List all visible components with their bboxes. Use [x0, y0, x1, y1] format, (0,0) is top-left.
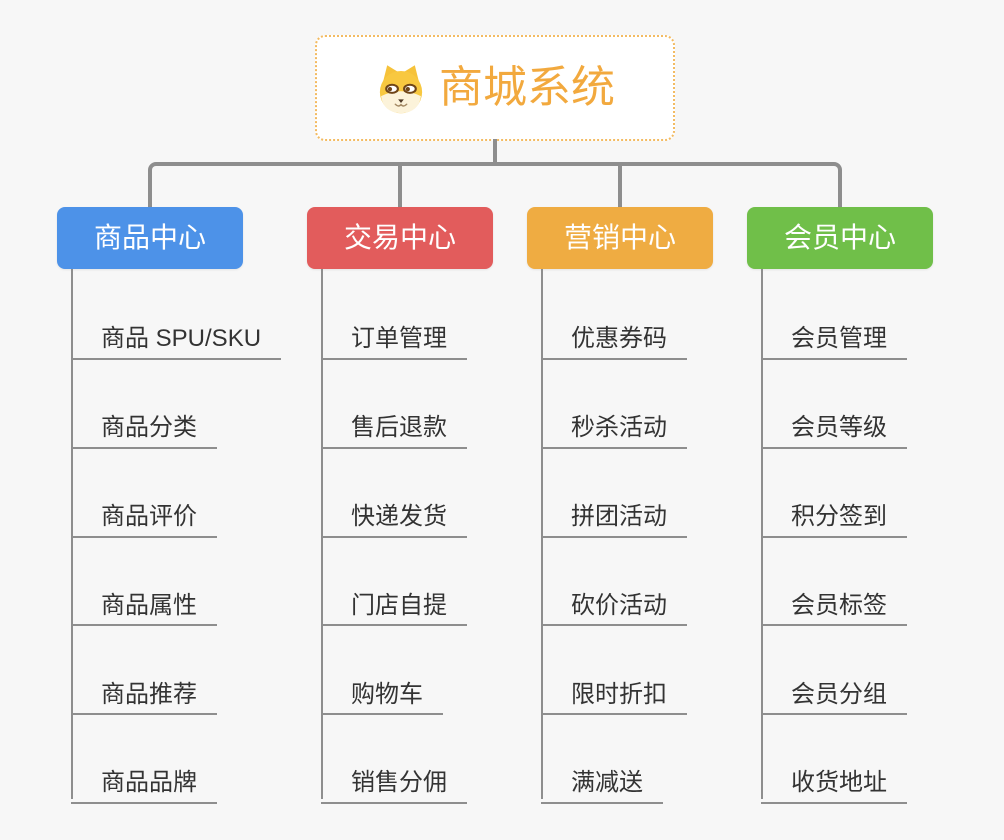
branch-trunk-line — [761, 269, 763, 799]
connector-bracket — [148, 162, 842, 207]
leaf-node[interactable]: 会员管理 — [761, 315, 907, 360]
leaf-node[interactable]: 商品品牌 — [71, 759, 217, 804]
branch-label: 交易中心 — [343, 222, 456, 253]
leaf-node[interactable]: 拼团活动 — [541, 493, 687, 538]
root-node[interactable]: 商城系统 — [315, 35, 675, 141]
leaf-node[interactable]: 商品评价 — [71, 493, 217, 538]
leaf-node[interactable]: 商品推荐 — [71, 670, 217, 716]
leaf-node[interactable]: 商品分类 — [71, 404, 217, 449]
leaf-node[interactable]: 优惠券码 — [541, 315, 687, 360]
leaf-node[interactable]: 订单管理 — [321, 315, 467, 360]
root-title: 商城系统 — [439, 63, 615, 112]
leaf-node[interactable]: 限时折扣 — [541, 670, 687, 716]
leaf-node[interactable]: 会员分组 — [761, 670, 907, 716]
leaf-node[interactable]: 商品 SPU/SKU — [71, 315, 282, 360]
leaf-node[interactable]: 售后退款 — [321, 404, 467, 449]
leaf-node[interactable]: 积分签到 — [761, 493, 907, 538]
leaf-node[interactable]: 满减送 — [541, 759, 663, 804]
branch-node[interactable]: 会员中心 — [747, 207, 933, 269]
branch-label: 营销中心 — [563, 222, 676, 253]
connector-drop-branch-2 — [398, 165, 402, 207]
branch-node[interactable]: 交易中心 — [307, 207, 493, 269]
branch-node[interactable]: 商品中心 — [57, 207, 243, 269]
leaf-node[interactable]: 商品属性 — [71, 581, 217, 627]
leaf-node[interactable]: 会员标签 — [761, 581, 907, 627]
connector-drop-branch-3 — [618, 165, 622, 207]
dog-face-icon — [375, 62, 427, 114]
leaf-node[interactable]: 购物车 — [321, 670, 443, 716]
branch-trunk-line — [541, 269, 543, 799]
leaf-node[interactable]: 收货地址 — [761, 759, 907, 804]
leaf-node[interactable]: 秒杀活动 — [541, 404, 687, 449]
leaf-node[interactable]: 销售分佣 — [321, 759, 467, 804]
branch-node[interactable]: 营销中心 — [527, 207, 713, 269]
leaf-node[interactable]: 快递发货 — [321, 493, 467, 538]
leaf-node[interactable]: 会员等级 — [761, 404, 907, 449]
branch-trunk-line — [321, 269, 323, 799]
connector-root-drop — [493, 139, 497, 164]
branch-label: 商品中心 — [93, 222, 206, 253]
branch-label: 会员中心 — [783, 222, 896, 253]
branch-trunk-line — [71, 269, 73, 799]
leaf-node[interactable]: 门店自提 — [321, 581, 467, 627]
leaf-node[interactable]: 砍价活动 — [541, 581, 687, 627]
